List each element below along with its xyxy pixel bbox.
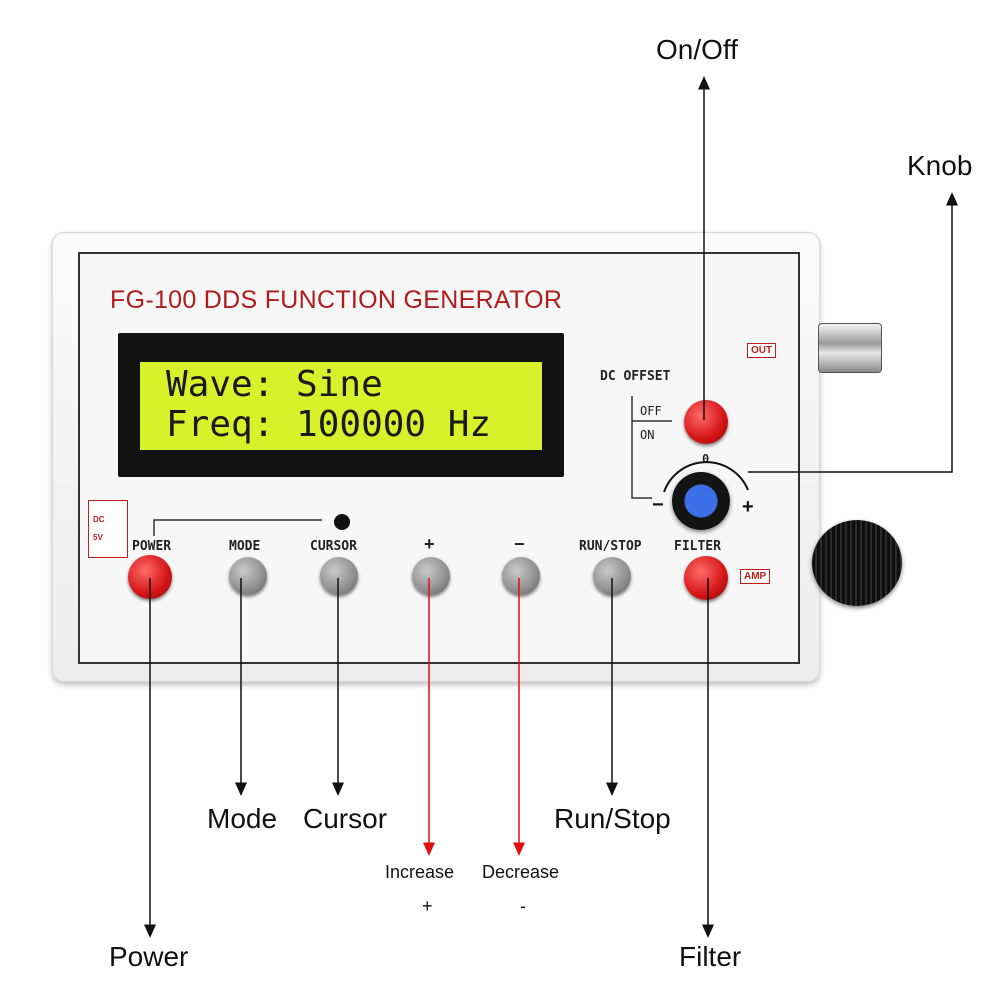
power-bracket-line	[153, 519, 322, 536]
lcd-line-frequency: Freq: 100000 Hz	[166, 404, 492, 445]
increase-symbol: +	[422, 896, 433, 916]
dc-offset-switch-button[interactable]	[684, 400, 728, 444]
knob-minus-label: −	[652, 494, 664, 516]
amplitude-knob[interactable]	[812, 520, 902, 606]
filter-callout: Filter	[679, 941, 742, 972]
dc-offset-label: DC OFFSET	[600, 369, 671, 384]
power-button-label: POWER	[132, 539, 172, 554]
mode-button-label: MODE	[229, 539, 261, 554]
filter-button[interactable]	[684, 556, 728, 600]
dc-switch-bracket	[631, 396, 652, 499]
cursor-button[interactable]	[320, 557, 358, 595]
cursor-callout: Cursor	[303, 803, 388, 834]
increase-button[interactable]	[412, 557, 450, 595]
dc-tag-top-label: DC	[93, 515, 105, 524]
power-callout: Power	[109, 941, 189, 972]
dc-offset-knob[interactable]	[672, 472, 730, 530]
increase-callout: Increase	[385, 862, 455, 882]
mode-button[interactable]	[229, 557, 267, 595]
bnc-output-connector	[818, 323, 882, 373]
amp-tag: AMP	[740, 569, 771, 584]
cursor-button-label: CURSOR	[310, 539, 357, 554]
knob-callout: Knob	[907, 150, 973, 181]
decrease-callout: Decrease	[482, 862, 560, 882]
run-stop-callout: Run/Stop	[554, 803, 671, 834]
knob-arc	[663, 461, 749, 493]
lcd-line-wave: Wave: Sine	[166, 364, 383, 405]
decrease-button[interactable]	[502, 557, 540, 595]
out-tag: OUT	[747, 343, 777, 358]
lcd-display: Wave: Sine Freq: 100000 Hz	[140, 362, 542, 450]
on-off-callout: On/Off	[656, 34, 738, 65]
minus-button-label: −	[514, 534, 525, 554]
knob-plus-label: +	[742, 496, 754, 518]
mode-callout: Mode	[207, 803, 278, 834]
switch-on-label: ON	[640, 428, 655, 442]
knob-zero-label: 0	[702, 452, 710, 466]
run-stop-button-label: RUN/STOP	[579, 539, 642, 554]
dc-tag-bottom-label: 5V	[93, 533, 103, 542]
switch-off-label: OFF	[640, 404, 662, 418]
decrease-symbol: -	[520, 896, 526, 916]
filter-button-label: FILTER	[674, 539, 721, 554]
device-title: FG-100 DDS FUNCTION GENERATOR	[110, 286, 563, 314]
knob-arrow	[748, 192, 958, 473]
status-led	[334, 514, 350, 530]
plus-button-label: +	[424, 534, 435, 554]
dc-5v-tag: DC 5V	[88, 500, 128, 558]
